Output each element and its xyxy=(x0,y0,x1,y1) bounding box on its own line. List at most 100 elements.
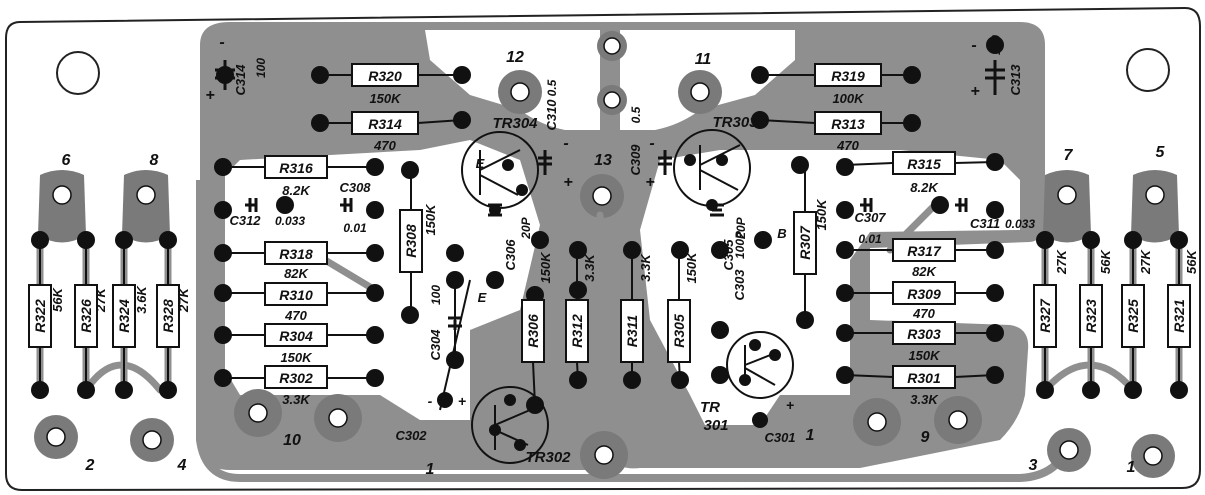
resistor-value-label: 150K xyxy=(538,251,553,284)
terminal-tabs-right xyxy=(853,170,1179,478)
terminal-number: 1 xyxy=(1127,459,1136,476)
capacitor-id-label: C305 xyxy=(721,239,736,271)
terminal-number: 3 xyxy=(1029,457,1038,474)
leads xyxy=(39,74,1180,411)
terminal-number: 1 xyxy=(426,461,435,478)
capacitor-id-label: C303 xyxy=(732,269,747,301)
resistor-id-label: R319 xyxy=(831,68,865,84)
resistor-id-label: R309 xyxy=(907,286,941,302)
capacitor-id-label: C313 xyxy=(1008,64,1023,96)
capacitor-id-label: C307 xyxy=(854,210,886,225)
resistor-id-label: R308 xyxy=(403,224,419,258)
resistor-id-label: R326 xyxy=(78,299,94,333)
resistor-value-label: 3.3K xyxy=(582,253,597,282)
capacitor-id-label: C312 xyxy=(229,213,261,228)
terminal-number: 4 xyxy=(177,457,187,474)
pin-minus-label: - xyxy=(563,135,568,152)
resistor-value-label: 82K xyxy=(284,266,309,281)
pin-plus-label: + xyxy=(970,83,979,100)
resistor-id-label: R303 xyxy=(907,326,941,342)
capacitor-value-label: 20P xyxy=(734,216,748,239)
resistor-id-label: R312 xyxy=(569,314,585,348)
resistor-id-label: R327 xyxy=(1037,298,1053,333)
resistor-bodies-h xyxy=(264,63,956,389)
resistor-id-label: R322 xyxy=(32,299,48,333)
resistor-id-label: R323 xyxy=(1083,299,1099,333)
resistor-value-label: 56K xyxy=(1184,248,1199,273)
resistor-id-label: R304 xyxy=(279,328,313,344)
terminal-number: 12 xyxy=(506,49,524,66)
terminal-number: 2 xyxy=(85,457,95,474)
resistor-id-label: R306 xyxy=(525,314,541,348)
resistor-value-label: 150K xyxy=(684,251,699,284)
pin-b-label: B xyxy=(777,226,786,241)
resistor-id-label: R328 xyxy=(160,299,176,333)
resistor-value-label: 56K xyxy=(50,286,65,311)
resistor-value-label: 8.2K xyxy=(910,180,939,195)
terminal-number: 11 xyxy=(695,51,712,68)
resistor-value-label: 150K xyxy=(908,348,941,363)
pin-plus-label: + xyxy=(205,87,214,104)
transistor-outlines xyxy=(461,129,794,464)
resistor-id-label: R310 xyxy=(279,287,313,303)
capacitor-id-label: C309 xyxy=(628,144,643,176)
terminal-number: 9 xyxy=(921,429,930,446)
resistor-id-label: R314 xyxy=(368,116,402,132)
resistor-value-label: 150K xyxy=(280,350,313,365)
resistor-value-label: 27K xyxy=(1138,248,1153,274)
capacitor-value-label: 20P xyxy=(519,216,533,239)
terminal-number: 5 xyxy=(1156,144,1166,161)
resistor-id-label: R307 xyxy=(797,225,813,260)
resistor-value-label: 27K xyxy=(93,286,108,312)
resistor-id-label: R317 xyxy=(907,243,942,259)
resistor-id-label: R320 xyxy=(368,68,402,84)
capacitor-value-label: 0.5 xyxy=(629,106,643,123)
capacitor-value-label: 0.01 xyxy=(343,221,367,235)
capacitor-id-label: C314 xyxy=(233,64,248,96)
terminal-number: 6 xyxy=(62,152,71,169)
capacitor-id-label: C311 xyxy=(970,216,1000,231)
capacitor-id-label: C308 xyxy=(339,180,371,195)
resistor-id-label: R301 xyxy=(907,370,941,386)
pin-minus-label: - xyxy=(219,34,224,51)
capacitor-value-label: 0.01 xyxy=(858,232,882,246)
capacitor-value-label: 100 xyxy=(429,285,443,305)
mount-hole-left xyxy=(56,51,100,95)
pin-plus-label: + xyxy=(563,174,572,191)
resistor-id-label: R302 xyxy=(279,370,313,386)
pin-plus-label: + xyxy=(786,397,794,413)
pin-e-label: E xyxy=(478,290,487,305)
resistor-id-label: R316 xyxy=(279,160,313,176)
resistor-value-label: 470 xyxy=(284,308,307,323)
resistor-value-label: 82K xyxy=(912,264,937,279)
pin-plus-label: + xyxy=(645,174,654,191)
terminal-number: 1 xyxy=(806,427,815,444)
resistor-value-label: 470 xyxy=(373,138,396,153)
capacitor-id-label: C302 xyxy=(395,428,427,443)
resistor-value-label: 27K xyxy=(1054,248,1069,274)
resistor-id-label: R318 xyxy=(279,246,313,262)
capacitor-value-label: 100 xyxy=(989,35,1003,55)
pin-minus-label: - xyxy=(649,135,654,152)
capacitor-value-label: 100 xyxy=(254,58,268,78)
resistor-value-label: 150K xyxy=(814,198,829,231)
resistor-value-label: 3.3K xyxy=(910,392,939,407)
pin-minus-label: - xyxy=(428,393,433,409)
terminal-number: 8 xyxy=(150,152,159,169)
transistor-label: 301 xyxy=(703,417,728,434)
transistor-label: TR304 xyxy=(492,115,538,132)
resistor-id-label: R315 xyxy=(907,156,941,172)
resistor-value-label: 3.6K xyxy=(134,285,149,314)
capacitor-symbols xyxy=(215,60,1005,330)
resistor-value-label: 150K xyxy=(369,91,402,106)
resistor-value-label: 3.3K xyxy=(282,392,311,407)
resistor-id-label: R321 xyxy=(1171,299,1187,333)
pin-plus-label: + xyxy=(458,393,466,409)
terminal-number: 10 xyxy=(283,432,301,449)
screw-icons xyxy=(46,37,1165,466)
capacitor-value-label: 100P xyxy=(733,230,747,259)
capacitor-value-label: 0.5 xyxy=(545,79,559,96)
resistor-value-label: 8.2K xyxy=(282,183,311,198)
transistor-label: TR302 xyxy=(525,449,571,466)
resistor-value-label: 470 xyxy=(912,306,935,321)
